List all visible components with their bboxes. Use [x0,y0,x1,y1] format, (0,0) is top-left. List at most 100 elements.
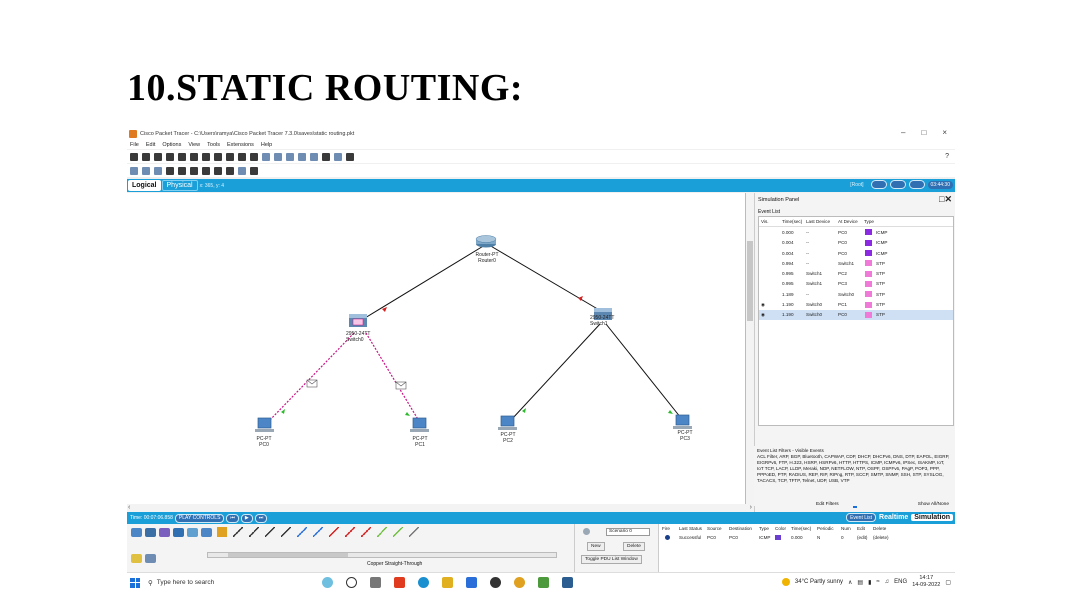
realtime-tab[interactable]: Realtime [879,514,909,521]
end-devices-icon[interactable] [145,528,156,537]
iot-custom-cable-icon[interactable] [377,527,387,537]
note-tool-icon[interactable] [166,166,174,175]
device-scrollbar[interactable] [207,552,557,558]
serial-dte-icon[interactable] [345,527,355,537]
zoom-in-icon[interactable] [262,152,270,161]
battery-icon[interactable]: ▮ [868,579,872,586]
notifications-icon[interactable]: ▢ [945,579,951,586]
rectangle-tool-icon[interactable] [202,166,210,175]
straight-through-icon[interactable] [249,527,259,537]
menu-tools[interactable]: Tools [207,141,220,148]
pc1-device[interactable] [410,417,429,432]
scroll-thumb[interactable] [747,241,753,321]
event-list-button[interactable]: Event List [846,513,877,522]
cluster-icon[interactable] [346,152,354,161]
office-icon[interactable] [394,577,405,588]
pc0-device[interactable] [255,417,274,432]
show-all-none-button[interactable]: Show All/None [917,502,949,507]
switch1-device[interactable] [594,308,612,320]
connections-subtype-icon[interactable] [131,554,142,563]
phone-cable-icon[interactable] [297,527,307,537]
workspace-vertical-scrollbar[interactable] [746,193,754,504]
pdu-delete-link[interactable]: (delete) [873,535,889,540]
volume-icon[interactable]: ♫ [884,579,890,585]
maximize-button[interactable]: □ [921,128,927,137]
nav-back-button[interactable] [870,180,887,189]
pdu-envelope-icon[interactable] [395,381,407,390]
crossover-icon[interactable] [265,527,275,537]
line-tool-icon[interactable] [190,166,198,175]
chrome-icon[interactable] [514,577,525,588]
console-cable-icon[interactable] [233,527,243,537]
menu-options[interactable]: Options [162,141,182,148]
taskbar-clock[interactable]: 14:17 14-09-2022 [912,575,940,589]
network-devices-icon[interactable] [131,528,142,537]
add-complex-pdu-icon[interactable] [250,166,258,175]
toggle-pdu-list-button[interactable]: Toggle PDU List Window [581,555,642,564]
undo-icon[interactable] [238,152,246,161]
coaxial-icon[interactable] [313,527,323,537]
taskbar-search[interactable]: ⚲ Type here to search [148,576,278,590]
pc3-device[interactable] [673,414,692,429]
select-icon[interactable] [130,166,138,175]
weather-widget-icon[interactable] [322,577,333,588]
minimize-button[interactable]: – [901,128,906,137]
open-file-icon[interactable] [142,152,150,161]
logical-workspace[interactable]: Router-PT Router0 2950-24TT Switch0 2950… [127,193,746,504]
device-scroll-thumb[interactable] [228,553,348,557]
viewport-icon[interactable] [334,152,342,161]
status-forward-button[interactable]: ⏭ [254,513,268,523]
pdu-edit-link[interactable]: (edit) [857,535,868,540]
menu-extensions[interactable]: Extensions [227,141,254,148]
help-icon[interactable]: ? [945,153,949,160]
connections-icon[interactable] [173,528,184,537]
add-simple-pdu-icon[interactable] [238,166,246,175]
misc-icon[interactable] [187,528,198,537]
palette-icon[interactable] [298,152,306,161]
multiuser-icon[interactable] [201,528,212,537]
save-file-icon[interactable] [154,152,162,161]
link-router-switch1[interactable] [488,244,602,312]
scroll-right-icon[interactable]: › [749,504,752,511]
weather-text[interactable]: 34°C Partly sunny [794,579,843,585]
close-button[interactable]: × [942,128,947,137]
packet-tracer-icon[interactable] [538,577,549,588]
delete-tool-icon[interactable] [178,166,186,175]
pdu-row[interactable]: Successful PC0 PC0 ICMP 0.000 N 0 (edit)… [659,533,955,542]
network-info-icon[interactable] [190,152,198,161]
menu-file[interactable]: File [130,141,139,148]
grid-subtype-icon[interactable] [145,554,156,563]
link-switch1-pc3[interactable] [605,323,682,419]
new-scenario-button[interactable]: New [587,542,605,551]
marquee-icon[interactable] [154,166,162,175]
root-label[interactable]: [Root] [850,181,864,188]
switch0-device[interactable] [349,314,367,327]
ellipse-tool-icon[interactable] [214,166,222,175]
file-explorer-icon[interactable] [442,577,453,588]
tab-logical[interactable]: Logical [128,180,161,191]
menu-view[interactable]: View [188,141,201,148]
photos-icon[interactable] [562,577,573,588]
router0-device[interactable] [475,235,497,248]
status-play-button[interactable]: ▶ [240,513,253,523]
paste-icon[interactable] [226,152,234,161]
status-back-button[interactable]: ⏮ [226,513,239,523]
scroll-left-icon[interactable]: ‹ [128,504,131,511]
wireless-cable-icon[interactable] [409,527,419,537]
simulation-tab[interactable]: Simulation [911,514,953,521]
link-switch0-pc0[interactable] [268,332,355,422]
pdu-envelope-icon[interactable] [306,379,318,388]
panel-undock-close-icon[interactable]: □✕ [939,194,952,204]
tray-chevron-icon[interactable]: ∧ [847,579,853,586]
serial-dce-icon[interactable] [329,527,339,537]
octal-cable-icon[interactable] [361,527,371,537]
wifi-icon[interactable]: ≈ [876,579,880,585]
cortana-icon[interactable] [346,577,357,588]
network-icon[interactable]: ▤ [857,579,864,586]
language-indicator[interactable]: ENG [894,579,908,585]
